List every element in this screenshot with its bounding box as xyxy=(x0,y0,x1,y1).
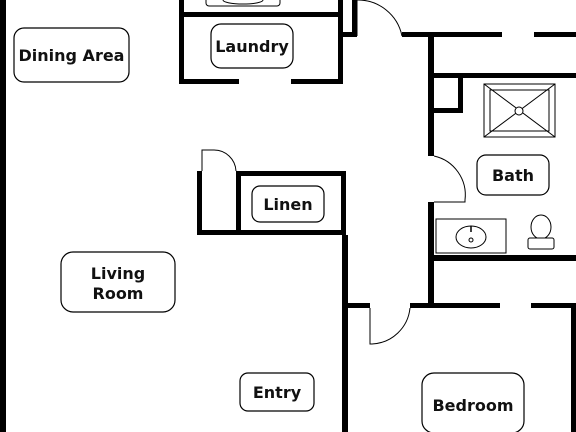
doors xyxy=(201,0,466,345)
room-linen: Linen xyxy=(251,185,325,223)
linen-label: Linen xyxy=(263,195,312,214)
bath-label: Bath xyxy=(492,166,534,185)
room-labels: Dining Area Laundry Linen Bath Living Ro… xyxy=(13,23,550,432)
wall-left-exterior xyxy=(0,0,6,432)
bedroom-label-box xyxy=(421,372,525,432)
sink-icon xyxy=(435,218,507,254)
room-bath: Bath xyxy=(476,154,550,196)
wall-linen-door-left xyxy=(197,171,202,235)
wall-bedroom-top-left xyxy=(348,303,370,308)
entry-label: Entry xyxy=(253,383,302,402)
wall-bedroom-top-mid xyxy=(410,303,500,308)
wall-laundry-right xyxy=(338,0,343,84)
laundry-label: Laundry xyxy=(215,37,289,56)
wall-hall-right-upper xyxy=(428,32,434,156)
room-entry: Entry xyxy=(239,372,315,412)
wall-bath-closet-bottom xyxy=(434,108,463,113)
wall-top-stub-left xyxy=(179,0,184,14)
wall-top-right xyxy=(534,32,576,37)
wall-hall-right-lower xyxy=(428,202,434,308)
bath-label-box xyxy=(476,154,550,196)
wall-bath-top xyxy=(434,73,576,78)
wall-bedroom-top-right xyxy=(531,303,576,308)
laundry-label-box xyxy=(210,23,294,69)
room-living-room: Living Room xyxy=(60,251,176,313)
wall-laundry-top xyxy=(179,12,342,17)
door-hall-top xyxy=(356,0,403,37)
shower-icon xyxy=(483,83,556,138)
entry-label-box xyxy=(239,372,315,412)
fixtures xyxy=(205,0,556,254)
bedroom-label: Bedroom xyxy=(432,396,513,415)
room-laundry: Laundry xyxy=(210,23,294,69)
door-bedroom xyxy=(369,307,411,345)
linen-label-box xyxy=(251,185,325,223)
wall-linen-top xyxy=(236,171,346,176)
wall-laundry-bottom-right xyxy=(291,79,343,84)
dining-area-label: Dining Area xyxy=(19,46,125,65)
toilet-icon xyxy=(527,214,555,250)
living-room-label-line2: Room xyxy=(93,284,144,303)
wall-bath-closet-side xyxy=(458,73,463,113)
wall-entry-right xyxy=(342,235,348,432)
wall-linen-right xyxy=(341,171,346,235)
wall-hall-top-left xyxy=(343,32,357,37)
wall-hall-top-right xyxy=(402,32,502,37)
wall-right-exterior xyxy=(571,308,576,432)
wall-linen-bottom xyxy=(197,230,346,235)
wall-laundry-left xyxy=(179,14,184,84)
wall-bath-bottom xyxy=(434,255,576,261)
room-dining-area: Dining Area xyxy=(13,27,130,83)
room-bedroom: Bedroom xyxy=(421,372,525,432)
door-linen-hall xyxy=(201,149,237,172)
wall-laundry-bottom-left xyxy=(179,79,239,84)
washer-icon xyxy=(205,0,281,7)
wall-linen-left xyxy=(236,171,241,235)
door-bath xyxy=(433,155,466,203)
dining-area-label-box xyxy=(13,27,130,83)
living-room-label-box xyxy=(60,251,176,313)
living-room-label-line1: Living xyxy=(91,264,145,283)
wall-top-stub-mid xyxy=(352,0,357,36)
